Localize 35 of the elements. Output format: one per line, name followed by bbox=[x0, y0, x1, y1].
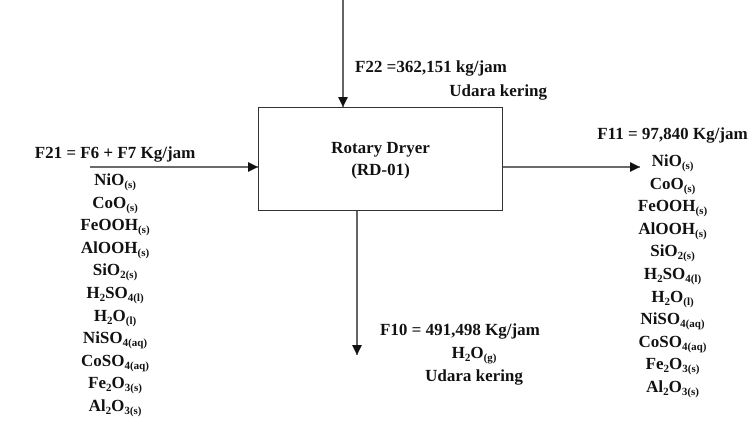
component-label: SiO$_{2(s)}$ bbox=[650, 240, 695, 263]
flow-arrow bbox=[352, 211, 362, 355]
component-label: Al$_{2}$O$_{3(s)}$ bbox=[88, 394, 142, 418]
component-label: H$_{2}$O$_{(l)}$ bbox=[651, 286, 694, 308]
flow-rate-label: F10 = 491,498 Kg/jam bbox=[380, 320, 540, 340]
component-label: CoSO$_{4(aq)}$ bbox=[638, 330, 706, 354]
component-label: AlOOH$_{(s)}$ bbox=[80, 236, 150, 260]
component-label: NiO$_{(s)}$ bbox=[94, 169, 136, 192]
component-label: NiSO$_{4(aq)}$ bbox=[640, 308, 705, 331]
component-label: H$_{2}$SO$_{4(l)}$ bbox=[86, 282, 144, 305]
flow-rate-label: F21 = F6 + F7 Kg/jam bbox=[34, 143, 196, 163]
stream-description: Udara kering bbox=[425, 366, 523, 386]
flow-rate-label: F22 =362,151 kg/jam bbox=[355, 57, 507, 77]
component-label: AlOOH$_{(s)}$ bbox=[638, 218, 707, 240]
flow-arrow bbox=[338, 0, 348, 107]
component-label: H$_{2}$O$_{(g)}$ bbox=[452, 343, 496, 363]
component-label: CoO$_{(s)}$ bbox=[650, 172, 696, 196]
flow-rate-label: F11 = 97,840 Kg/jam bbox=[597, 124, 748, 144]
component-label: NiO$_{(s)}$ bbox=[652, 150, 694, 173]
component-label: NiSO$_{4(aq)}$ bbox=[82, 327, 148, 350]
component-label: CoSO$_{4(aq)}$ bbox=[81, 350, 149, 372]
stream-description: Udara kering bbox=[449, 81, 547, 101]
component-label: CoO$_{(s)}$ bbox=[92, 192, 138, 214]
component-label: H$_{2}$SO$_{4(l)}$ bbox=[644, 262, 702, 286]
flow-arrow bbox=[90, 162, 258, 172]
equipment-name: Rotary Dryer (RD-01) bbox=[330, 137, 431, 181]
component-label: H$_{2}$O$_{(l)}$ bbox=[94, 304, 136, 328]
component-label: FeOOH$_{(s)}$ bbox=[80, 214, 150, 237]
component-label: Fe$_{2}$O$_{3(s)}$ bbox=[88, 372, 142, 395]
component-label: SiO$_{2(s)}$ bbox=[92, 259, 138, 282]
flow-arrow bbox=[503, 162, 640, 172]
process-box bbox=[258, 107, 503, 211]
component-label: FeOOH$_{(s)}$ bbox=[638, 195, 708, 218]
component-label: Al$_{2}$O$_{3(s)}$ bbox=[646, 376, 699, 399]
component-label: Fe$_{2}$O$_{3(s)}$ bbox=[646, 353, 700, 376]
